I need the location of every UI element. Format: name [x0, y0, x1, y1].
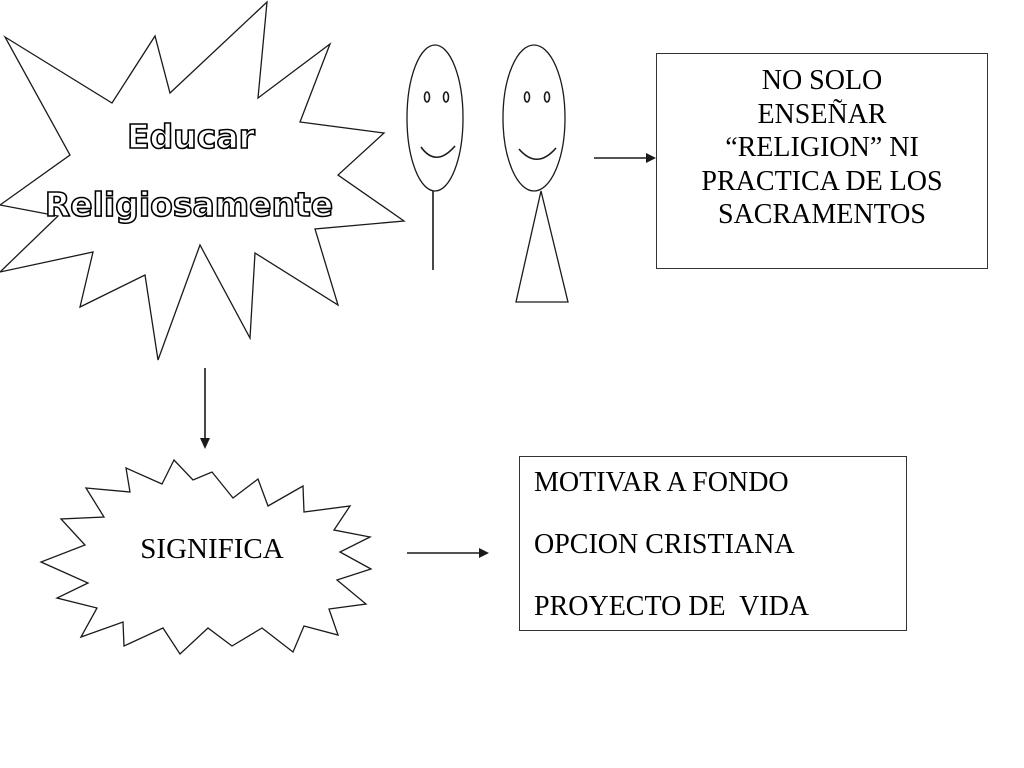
educar-title-line1: Educar	[127, 117, 255, 156]
motivar-line-2: OPCION CRISTIANA	[534, 529, 795, 560]
smiley-mouth-left	[420, 145, 456, 159]
smiley-head-left	[406, 44, 464, 192]
no-solo-line-4: PRACTICA DE LOS	[701, 165, 943, 197]
educar-starburst-shape	[0, 0, 406, 361]
smiley-eye-right-2	[543, 91, 551, 103]
significa-starburst: SIGNIFICA	[39, 458, 373, 656]
significa-label: SIGNIFICA	[140, 533, 283, 565]
smiley-body-triangle	[515, 190, 569, 303]
arrow-down-left	[200, 368, 210, 449]
no-solo-line-1: NO SOLO	[761, 65, 883, 96]
smiley-eye-left-1	[423, 91, 431, 103]
box-no-solo-ensenar: NO SOLO ENSEÑAR “RELIGION” NI PRACTICA D…	[656, 53, 988, 269]
smiley-eye-right-1	[523, 91, 531, 103]
arrow-right-top	[594, 153, 656, 163]
no-solo-line-5: SACRAMENTOS	[718, 199, 926, 230]
educar-title-line2: Religiosamente	[45, 185, 333, 224]
significa-starburst-shape	[39, 458, 373, 656]
no-solo-line-2: ENSEÑAR	[757, 98, 887, 130]
no-solo-line-3: “RELIGION” NI	[725, 132, 919, 163]
arrow-right-bottom	[407, 548, 489, 558]
smiley-figure-right	[502, 44, 569, 303]
box-motivar-a-fondo: MOTIVAR A FONDO OPCION CRISTIANA PROYECT…	[519, 456, 907, 631]
motivar-line-3: PROYECTO DE VIDA	[534, 591, 810, 622]
educar-starburst: Educar Religiosamente	[0, 0, 406, 361]
smiley-eye-left-2	[442, 91, 450, 103]
smiley-figure-left	[406, 44, 464, 270]
smiley-mouth-right	[518, 147, 557, 161]
motivar-line-1: MOTIVAR A FONDO	[534, 467, 789, 498]
smiley-head-right	[502, 44, 566, 192]
